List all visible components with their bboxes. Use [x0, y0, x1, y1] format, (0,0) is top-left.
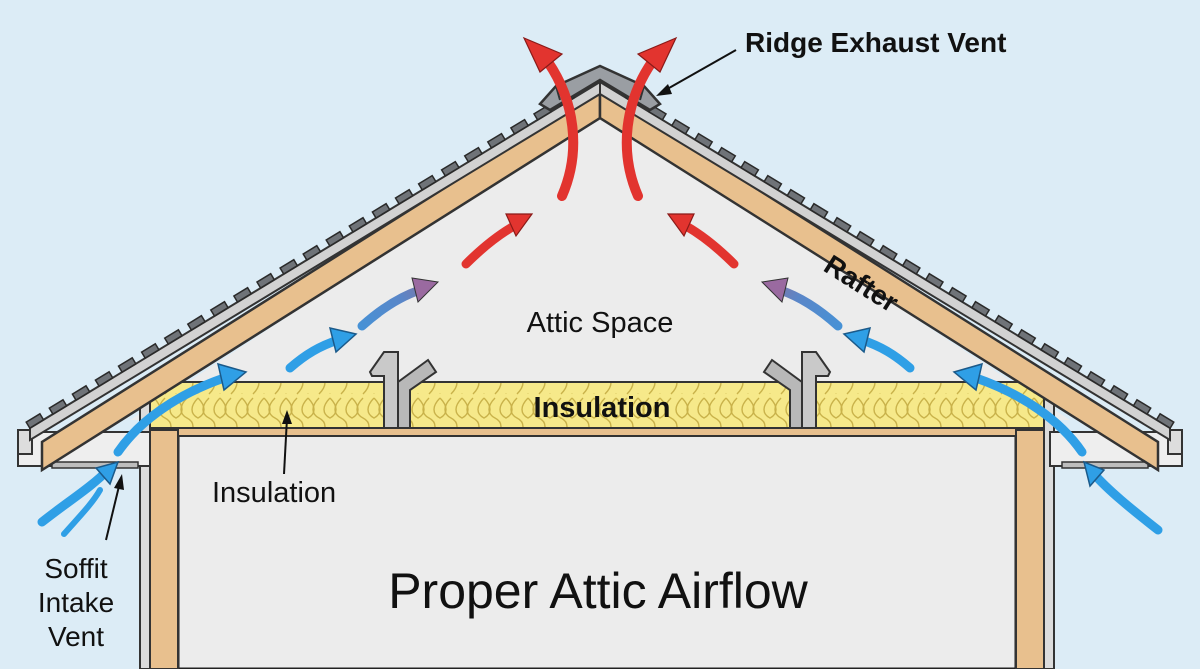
shingle-tab	[993, 314, 1014, 332]
shingle-tab	[255, 272, 276, 290]
shingle-tab	[970, 300, 991, 318]
shingle-tab	[140, 342, 160, 360]
soffit-label-line3: Vent	[48, 621, 104, 652]
insulation-batts	[149, 381, 1051, 431]
shingle-tab	[163, 328, 184, 346]
shingle-tab	[348, 216, 368, 234]
soffit-leader-arrowhead	[114, 474, 124, 490]
curved-red-arrow-icon	[461, 213, 534, 269]
wall-stud-right	[1015, 429, 1045, 669]
shingle-tab	[1109, 384, 1129, 402]
curved-blue-arrow-icon	[952, 362, 1087, 457]
shingle-tab	[71, 384, 91, 402]
shingle-tab	[924, 272, 945, 290]
insulation-leader-arrowhead	[282, 410, 292, 424]
shingle-tab	[417, 174, 437, 191]
baffle-left	[368, 351, 438, 429]
curved-blue-arrow-icon	[113, 362, 248, 457]
interior-room	[176, 430, 1018, 669]
shingle-tab	[947, 286, 968, 304]
attic-space-area	[130, 112, 1070, 420]
shingle-tab	[832, 216, 852, 234]
insulation-pointer-label: Insulation	[212, 477, 336, 509]
soffit-label-line1: Soffit	[44, 553, 108, 584]
shingle-tab	[302, 244, 322, 262]
shingle-tab	[463, 146, 484, 163]
shingle-tab	[786, 188, 806, 205]
curved-blue-arrow-icon	[842, 326, 915, 373]
shingle-tab	[901, 258, 921, 276]
gutter-right	[1167, 429, 1183, 455]
shingle-tab	[232, 286, 253, 304]
curved-red-arrow-icon	[621, 36, 678, 201]
shingle-tab	[486, 132, 507, 149]
shingle-tab	[209, 300, 230, 318]
shingle-tab	[1040, 342, 1060, 360]
curved-blue-arrow-icon	[37, 460, 120, 537]
ridge-vent-leader-arrowhead	[656, 84, 672, 96]
curved-blue-arrow-icon	[1082, 460, 1163, 535]
shingle-tab	[186, 314, 207, 332]
shingle-tab	[739, 160, 760, 177]
shingle-tab	[809, 202, 829, 220]
shingle-tab	[25, 412, 45, 430]
shingle-tab	[1016, 328, 1037, 346]
shingle-tab	[371, 202, 391, 220]
shingle-tab	[394, 188, 414, 205]
insulation-leader-line	[283, 417, 288, 475]
curved-blue-arrow-icon	[285, 326, 358, 373]
rising-airflow-arrows	[357, 277, 843, 331]
shingle-tab	[48, 398, 68, 416]
exhaust-airflow-arrows	[461, 36, 739, 269]
shingle-tab	[279, 258, 299, 276]
baffle-right	[762, 351, 832, 429]
curved-red-arrow-icon	[522, 36, 579, 201]
insulation-band-label: Insulation	[534, 392, 671, 424]
shingle-tab	[763, 174, 783, 191]
soffit-label-line2: Intake	[38, 587, 114, 618]
gutter-left	[17, 429, 33, 455]
shingle-tab	[855, 230, 875, 248]
shingle-tab	[117, 356, 137, 374]
shingle-tab	[94, 370, 114, 388]
shingle-tab	[716, 146, 737, 163]
intake-airflow-arrows	[37, 326, 1163, 537]
curved-gradient-arrow-icon	[357, 277, 440, 331]
shingle-tab	[1063, 356, 1083, 374]
ridge-vent-leader-line	[661, 49, 737, 93]
rafter-right	[598, 87, 1160, 473]
shingle-tab	[1086, 370, 1106, 388]
curved-gradient-arrow-icon	[760, 277, 843, 331]
curved-red-arrow-icon	[666, 213, 739, 269]
shingle-tab	[1132, 398, 1152, 416]
shingle-tab	[878, 244, 898, 262]
shingle-tab	[509, 118, 530, 135]
ridge-exhaust-vent-label: Ridge Exhaust Vent	[745, 27, 1006, 58]
soffit-leader-line	[105, 481, 121, 541]
shingle-tab	[693, 132, 714, 149]
shingle-tab	[325, 230, 345, 248]
diagram-title: Proper Attic Airflow	[388, 563, 808, 619]
shingle-tab	[1155, 412, 1175, 430]
shingle-tab	[670, 118, 691, 135]
attic-space-label: Attic Space	[527, 307, 674, 339]
wall-stud-left	[149, 429, 179, 669]
shingle-tab	[440, 160, 461, 177]
ceiling-joist	[149, 427, 1051, 437]
